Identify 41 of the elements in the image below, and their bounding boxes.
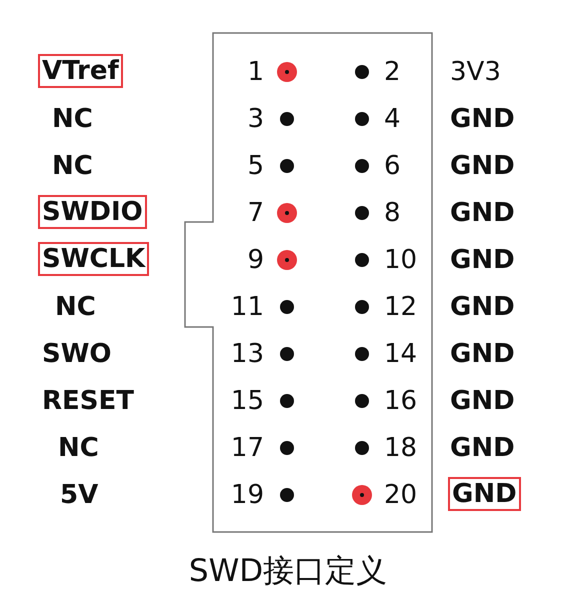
- pin-number: 9: [247, 245, 264, 275]
- pin-number: 20: [384, 480, 418, 510]
- pin-number: 13: [230, 339, 264, 369]
- highlighted-signal-box: VTref: [38, 54, 123, 88]
- pin-number: 2: [384, 57, 401, 87]
- pin-number: 18: [384, 433, 418, 463]
- pin-number: 12: [384, 292, 418, 322]
- caption: SWD接口定义: [188, 553, 388, 589]
- pin-number: 8: [384, 198, 401, 228]
- signal-name: NC: [52, 104, 93, 134]
- pin-number: 1: [247, 57, 264, 87]
- pin-number: 4: [384, 104, 401, 134]
- pin-number: 15: [230, 386, 264, 416]
- signal-name: GND: [450, 245, 515, 275]
- pin-number: 6: [384, 151, 401, 181]
- signal-name: GND: [450, 198, 515, 228]
- pin-number: 10: [384, 245, 418, 275]
- signal-name: GND: [450, 339, 515, 369]
- pin-number: 17: [230, 433, 264, 463]
- highlighted-signal-box: SWDIO: [38, 195, 147, 229]
- signal-name: 5V: [60, 480, 98, 510]
- signal-name: 3V3: [450, 57, 501, 87]
- highlighted-signal-box: SWCLK: [38, 242, 150, 276]
- pin-number: 16: [384, 386, 418, 416]
- signal-name: GND: [450, 386, 515, 416]
- pin-number: 5: [247, 151, 264, 181]
- signal-name: SWO: [42, 339, 112, 369]
- signal-name: GND: [450, 433, 515, 463]
- signal-name: GND: [450, 292, 515, 322]
- highlighted-signal-box: GND: [448, 477, 521, 511]
- pin-number: 3: [247, 104, 264, 134]
- signal-name: RESET: [42, 386, 134, 416]
- signal-name: NC: [58, 433, 99, 463]
- signal-name: NC: [55, 292, 96, 322]
- signal-name: GND: [450, 151, 515, 181]
- pin-number: 11: [230, 292, 264, 322]
- pin-number: 19: [230, 480, 264, 510]
- pin-number: 14: [384, 339, 418, 369]
- pin-number: 7: [247, 198, 264, 228]
- signal-name: NC: [52, 151, 93, 181]
- signal-name: GND: [450, 104, 515, 134]
